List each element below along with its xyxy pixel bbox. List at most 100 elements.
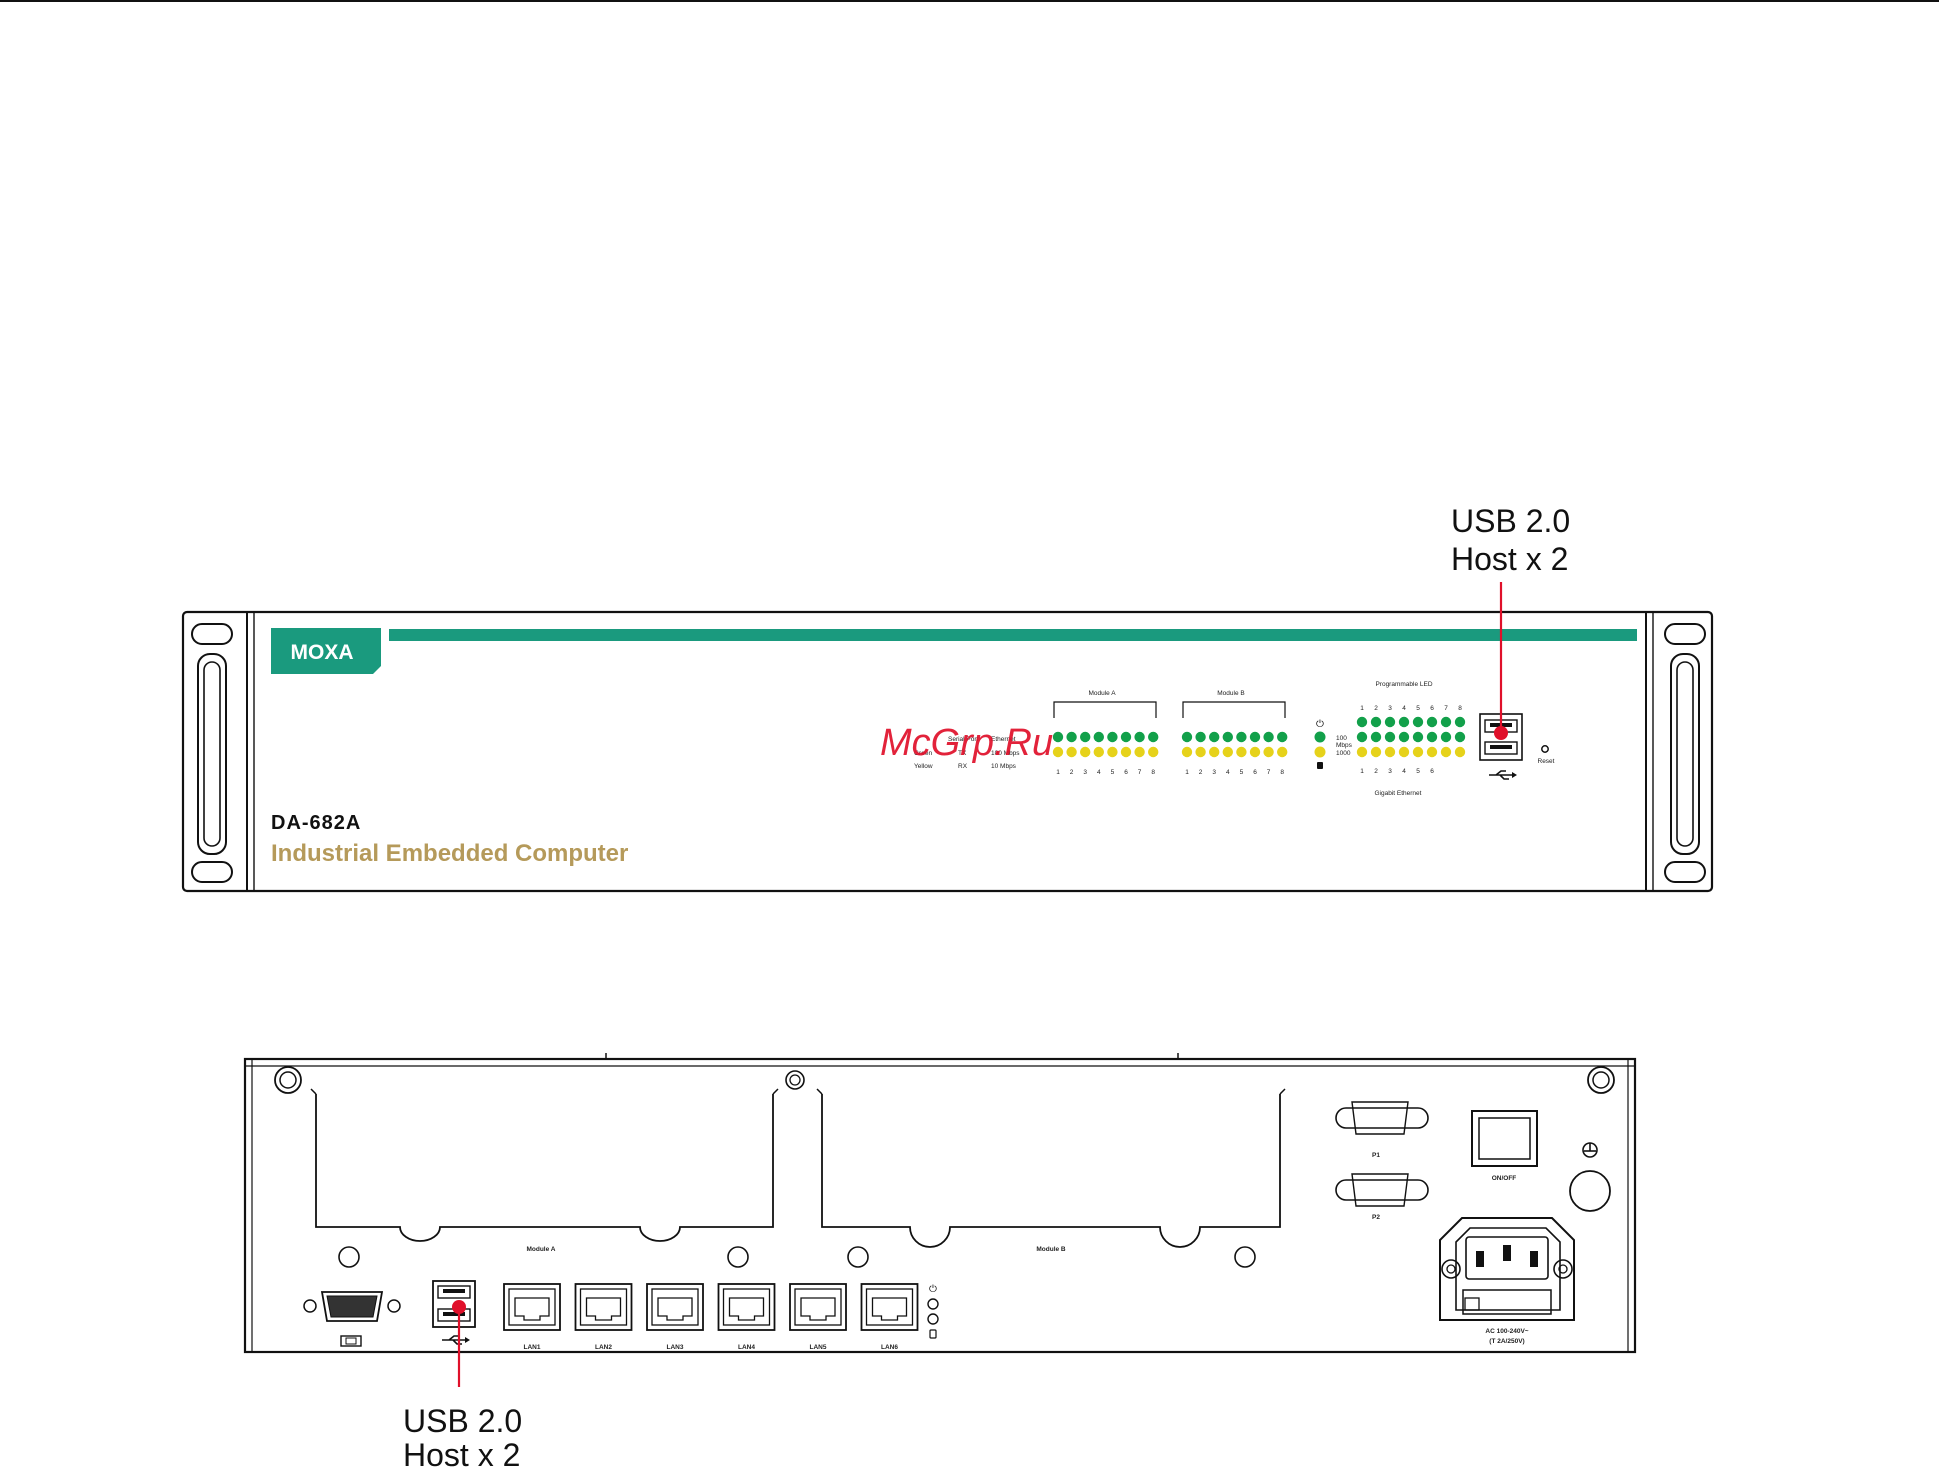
legend-green: Green	[914, 750, 932, 757]
module-a-bay: Module A	[310, 1088, 779, 1268]
rear-callout-line2: Host x 2	[403, 1437, 520, 1470]
storage-icon	[1317, 762, 1323, 769]
module-a-green-led-7	[1134, 731, 1145, 743]
gigabit-port-number-3: 3	[1388, 768, 1392, 775]
gigabit-100-led-8	[1454, 731, 1466, 743]
product-name: Industrial Embedded Computer	[271, 840, 628, 867]
gigabit-1000-led-1	[1356, 746, 1368, 758]
p2-label: P2	[1372, 1214, 1380, 1221]
gigabit-port-number-4: 4	[1402, 768, 1406, 775]
front-callout-line1: USB 2.0	[1451, 503, 1570, 539]
lan-port-5[interactable]: LAN5	[789, 1283, 847, 1351]
legend-10mbps: 10 Mbps	[991, 763, 1017, 770]
module-b-green-led-7	[1263, 731, 1274, 743]
rear-usb-symbol-icon	[442, 1335, 470, 1345]
gigabit-100-led-5	[1412, 731, 1424, 743]
p1-label: P1	[1372, 1152, 1380, 1159]
vga-port[interactable]	[303, 1291, 401, 1322]
module-a-yellow-led-4	[1093, 746, 1105, 758]
lan-port-1[interactable]: LAN1	[503, 1283, 561, 1351]
programmable-number-7: 7	[1444, 705, 1448, 712]
ge-100-label: 100	[1336, 735, 1347, 742]
serial-port-p2[interactable]: P2	[1335, 1173, 1429, 1221]
lan-port-6[interactable]: LAN6	[860, 1283, 919, 1351]
module-b-yellow-led-2	[1195, 746, 1206, 758]
module-b-port-number-5: 5	[1240, 769, 1244, 776]
module-a-port-number-3: 3	[1083, 769, 1087, 776]
module-b-yellow-led-8	[1277, 746, 1288, 758]
module-a-yellow-led-3	[1080, 746, 1091, 758]
watermark: McGrp.Ru	[880, 722, 1053, 764]
gigabit-1000-led-6	[1426, 746, 1438, 758]
programmable-led-1	[1356, 716, 1368, 728]
module-a-port-number-8: 8	[1151, 769, 1155, 776]
status-leds: ⏻	[1314, 719, 1326, 769]
module-a-yellow-led-8	[1148, 746, 1159, 758]
gigabit-100-led-1	[1356, 731, 1368, 743]
lan-port-4[interactable]: LAN4	[717, 1283, 776, 1351]
module-b-label: Module B	[1217, 690, 1244, 697]
reset-label: Reset	[1538, 758, 1555, 765]
model-name: DA-682A	[271, 812, 361, 834]
lan-port-3[interactable]: LAN3	[646, 1283, 704, 1351]
gigabit-1000-led-8	[1454, 746, 1466, 758]
front-usb-ports[interactable]	[1479, 713, 1523, 761]
serial-port-p1[interactable]: P1	[1335, 1101, 1429, 1159]
rear-power-icon: ⏻	[929, 1284, 937, 1295]
programmable-led-6	[1426, 716, 1438, 728]
module-b-port-number-4: 4	[1226, 769, 1230, 776]
gigabit-port-number-6: 6	[1430, 768, 1434, 775]
left-rack-handle	[191, 623, 233, 883]
rear-status-leds: ⏻	[927, 1284, 939, 1339]
module-a-port-number-5: 5	[1111, 769, 1115, 776]
module-a-port-number-4: 4	[1097, 769, 1101, 776]
gigabit-1000-led-4	[1398, 746, 1410, 758]
front-chassis	[181, 610, 1714, 893]
programmable-number-1: 1	[1360, 705, 1364, 712]
module-a-port-number-2: 2	[1070, 769, 1074, 776]
power-icon: ⏻	[1316, 719, 1324, 730]
lan-port-2[interactable]: LAN2	[574, 1283, 633, 1351]
lan-label-6: LAN6	[881, 1344, 898, 1351]
rear-storage-icon	[929, 1329, 937, 1339]
programmable-led-8	[1454, 716, 1466, 728]
gigabit-1000-led-2	[1370, 746, 1382, 758]
power-switch[interactable]: ON/OFF	[1471, 1110, 1538, 1182]
module-b-port-number-2: 2	[1199, 769, 1203, 776]
ac-power-inlet[interactable]: AC 100-240V~ (T 2A/250V)	[1439, 1217, 1575, 1345]
lan-label-3: LAN3	[667, 1344, 684, 1351]
module-a-yellow-led-2	[1066, 746, 1077, 758]
gigabit-100-led-2	[1370, 731, 1382, 743]
lan-label-2: LAN2	[595, 1344, 612, 1351]
gigabit-100-led-6	[1426, 731, 1438, 743]
module-b-yellow-led-3	[1209, 746, 1220, 758]
rear-panel: Module A Module B P1 P2 ON/O	[243, 1053, 1637, 1470]
module-a-port-number-1: 1	[1056, 769, 1060, 776]
gigabit-1000-led-5	[1412, 746, 1424, 758]
legend-ethernet: Ethernet	[991, 736, 1016, 743]
module-a-yellow-led-7	[1134, 746, 1145, 758]
programmable-number-4: 4	[1402, 705, 1406, 712]
gigabit-100-led-7	[1440, 731, 1452, 743]
gigabit-100-led-3	[1384, 731, 1396, 743]
module-a-green-led-6	[1120, 731, 1132, 743]
module-b-yellow-led-4	[1222, 746, 1234, 758]
switch-label: ON/OFF	[1492, 1175, 1517, 1182]
legend-serial-port: Serial Port	[948, 736, 979, 743]
module-b-yellow-led-6	[1249, 746, 1261, 758]
module-a-yellow-led-1	[1052, 746, 1064, 758]
programmable-number-6: 6	[1430, 705, 1434, 712]
legend-100mbps: 100 Mbps	[991, 750, 1020, 757]
programmable-led-3	[1384, 716, 1396, 728]
reset-button[interactable]	[1541, 745, 1549, 753]
gigabit-ethernet-label: Gigabit Ethernet	[1375, 790, 1422, 797]
programmable-led-7	[1440, 716, 1452, 728]
module-a-green-led-1	[1052, 731, 1064, 743]
rear-callout-dot	[452, 1300, 466, 1314]
moxa-logo: MOXA	[271, 628, 381, 674]
module-b-port-number-1: 1	[1185, 769, 1189, 776]
